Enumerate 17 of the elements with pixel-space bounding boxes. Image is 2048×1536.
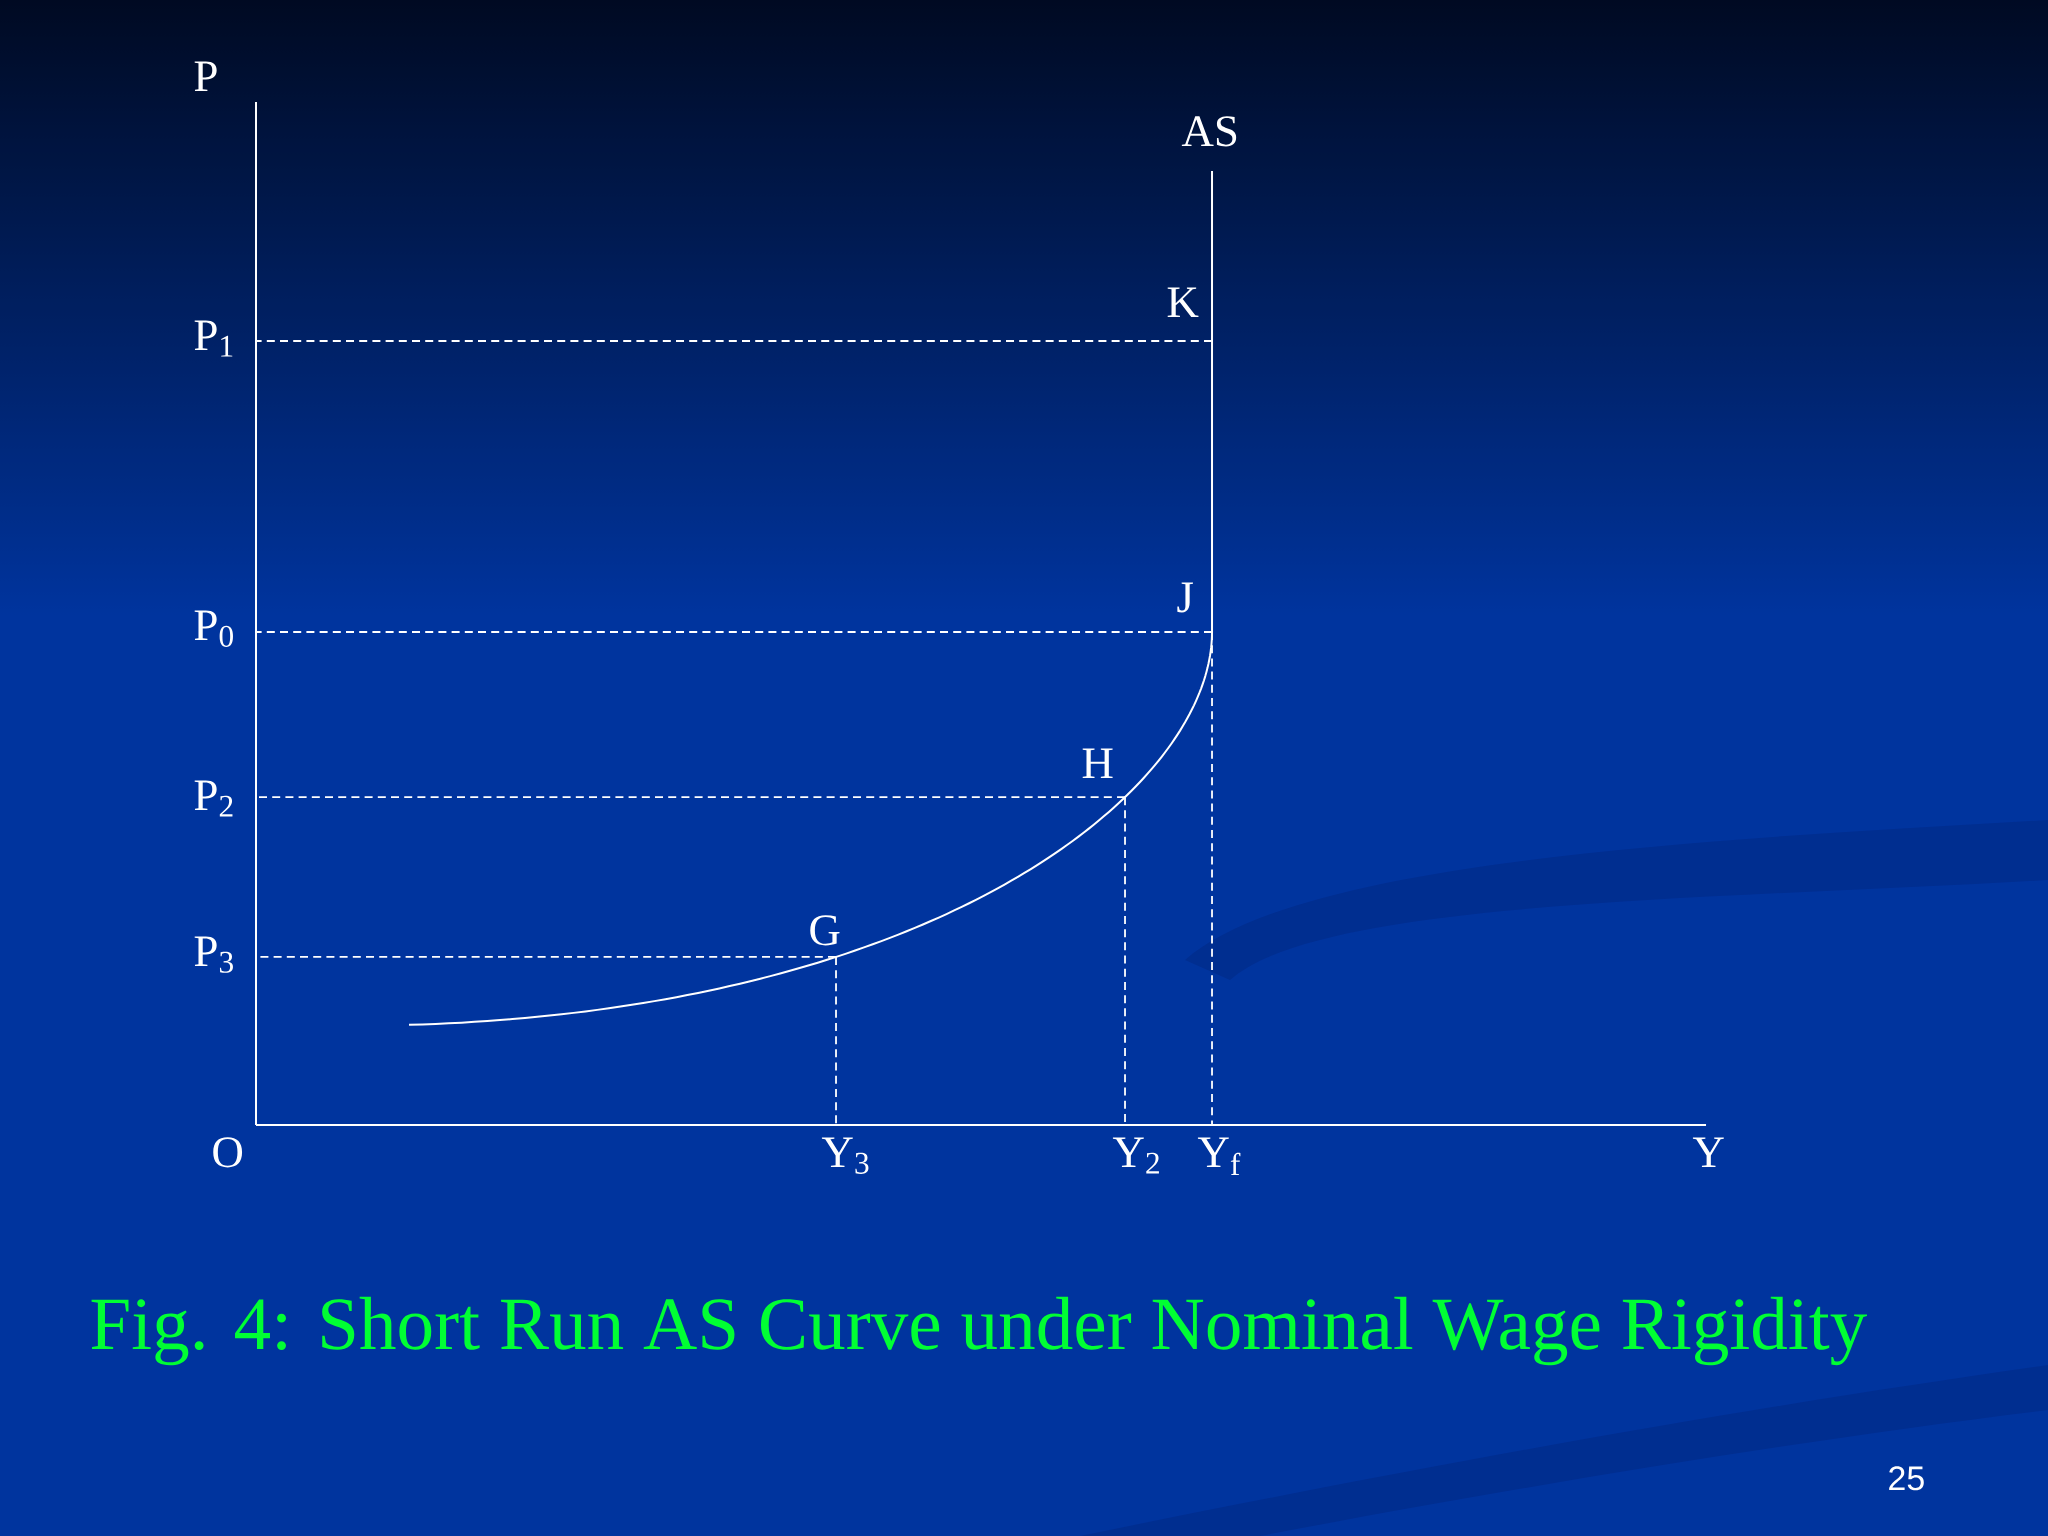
tick-label: P$_{0}$ — [194, 610, 233, 647]
tick-label: Y$_{2}$ — [1112, 1137, 1159, 1174]
tick-label: Y$_{f}$ — [1197, 1137, 1241, 1175]
tick-label: Y$_{3}$ — [821, 1137, 869, 1174]
point-label: K — [1167, 287, 1199, 317]
point-label: J — [1177, 582, 1193, 613]
tick-label: P$_{1}$ — [194, 320, 233, 357]
figure-caption: Fig. 4: Short Run AS Curve under Nominal Wage Rigidity — [91, 1296, 1867, 1366]
tick-label: P$_{2}$ — [194, 780, 233, 817]
point-label: G — [810, 915, 840, 946]
axis-label: Y — [1692, 1137, 1724, 1167]
point-label: H — [1082, 748, 1113, 778]
page-number: 25 — [1889, 1466, 1924, 1491]
tick-label: P$_{3}$ — [194, 936, 233, 973]
curve-label: AS — [1181, 116, 1237, 147]
axis-label: P — [194, 61, 217, 91]
origin-label: O — [213, 1137, 243, 1168]
